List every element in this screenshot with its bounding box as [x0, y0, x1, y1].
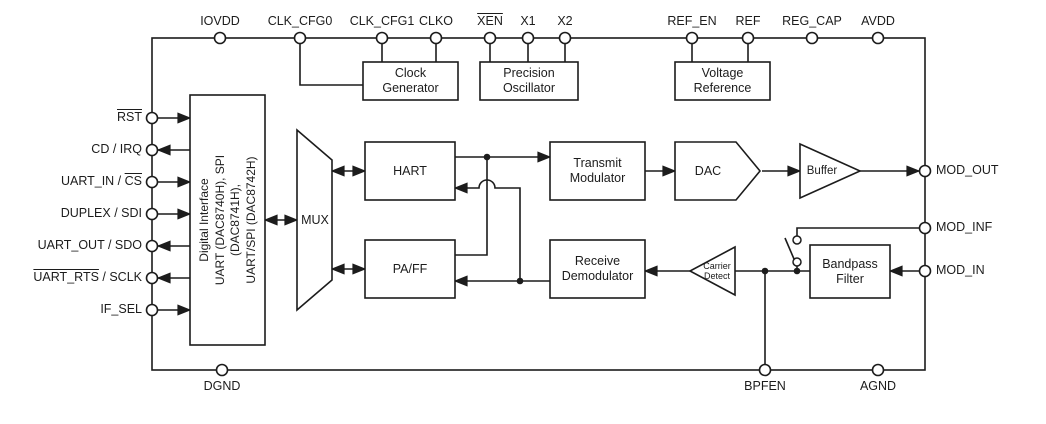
pin-reg-cap — [805, 31, 819, 45]
pin-ref-en — [685, 31, 699, 45]
buffer-amp — [799, 142, 862, 200]
wire-rxdemod-hart — [453, 179, 521, 281]
wire-clk-cfg0 — [299, 44, 363, 86]
pin-cd-irq — [145, 143, 159, 157]
carrier-detect-block — [688, 245, 736, 297]
pin-avdd — [871, 31, 885, 45]
transmit-modulator-block — [549, 141, 646, 201]
pin-agnd — [871, 363, 885, 377]
pin-x2 — [558, 31, 572, 45]
pin-x1 — [521, 31, 535, 45]
wire-paff-txjoin — [455, 157, 488, 256]
bandpass-filter-block — [809, 244, 891, 299]
clock-generator-block — [362, 61, 459, 101]
switch-lever — [784, 237, 795, 260]
pin-clk-cfg1 — [375, 31, 389, 45]
wire-modinf-switch — [796, 227, 919, 236]
voltage-reference-block — [674, 61, 771, 101]
pin-ref — [741, 31, 755, 45]
pin-duplex-sdi — [145, 207, 159, 221]
pin-iovdd — [213, 31, 227, 45]
pin-uart-in-cs — [145, 175, 159, 189]
hart-block — [364, 141, 456, 201]
paff-block — [364, 239, 456, 299]
pin-mod-out — [918, 164, 932, 178]
dac-block — [674, 141, 762, 201]
pin-mod-inf — [918, 221, 932, 235]
wires — [156, 44, 921, 364]
precision-oscillator-block — [479, 61, 579, 101]
pin-xen — [483, 31, 497, 45]
receive-demodulator-block — [549, 239, 646, 299]
pins — [145, 31, 932, 377]
pin-uart-rts-sclk — [145, 271, 159, 285]
chip-boundary — [151, 37, 926, 371]
pin-bpfen — [758, 363, 772, 377]
digital-interface-block — [189, 94, 266, 346]
pin-clko — [429, 31, 443, 45]
bypass-switch — [792, 235, 802, 267]
pin-mod-in — [918, 264, 932, 278]
mux-block — [296, 128, 333, 312]
switch-terminal-top — [792, 235, 802, 245]
blocks — [189, 61, 891, 346]
pin-if-sel — [145, 303, 159, 317]
pin-uart-out-sdo — [145, 239, 159, 253]
pin-dgnd — [215, 363, 229, 377]
junction-dots — [483, 153, 801, 285]
switch-terminal-bottom — [792, 257, 802, 267]
pin-clk-cfg0 — [293, 31, 307, 45]
pin-rst — [145, 111, 159, 125]
